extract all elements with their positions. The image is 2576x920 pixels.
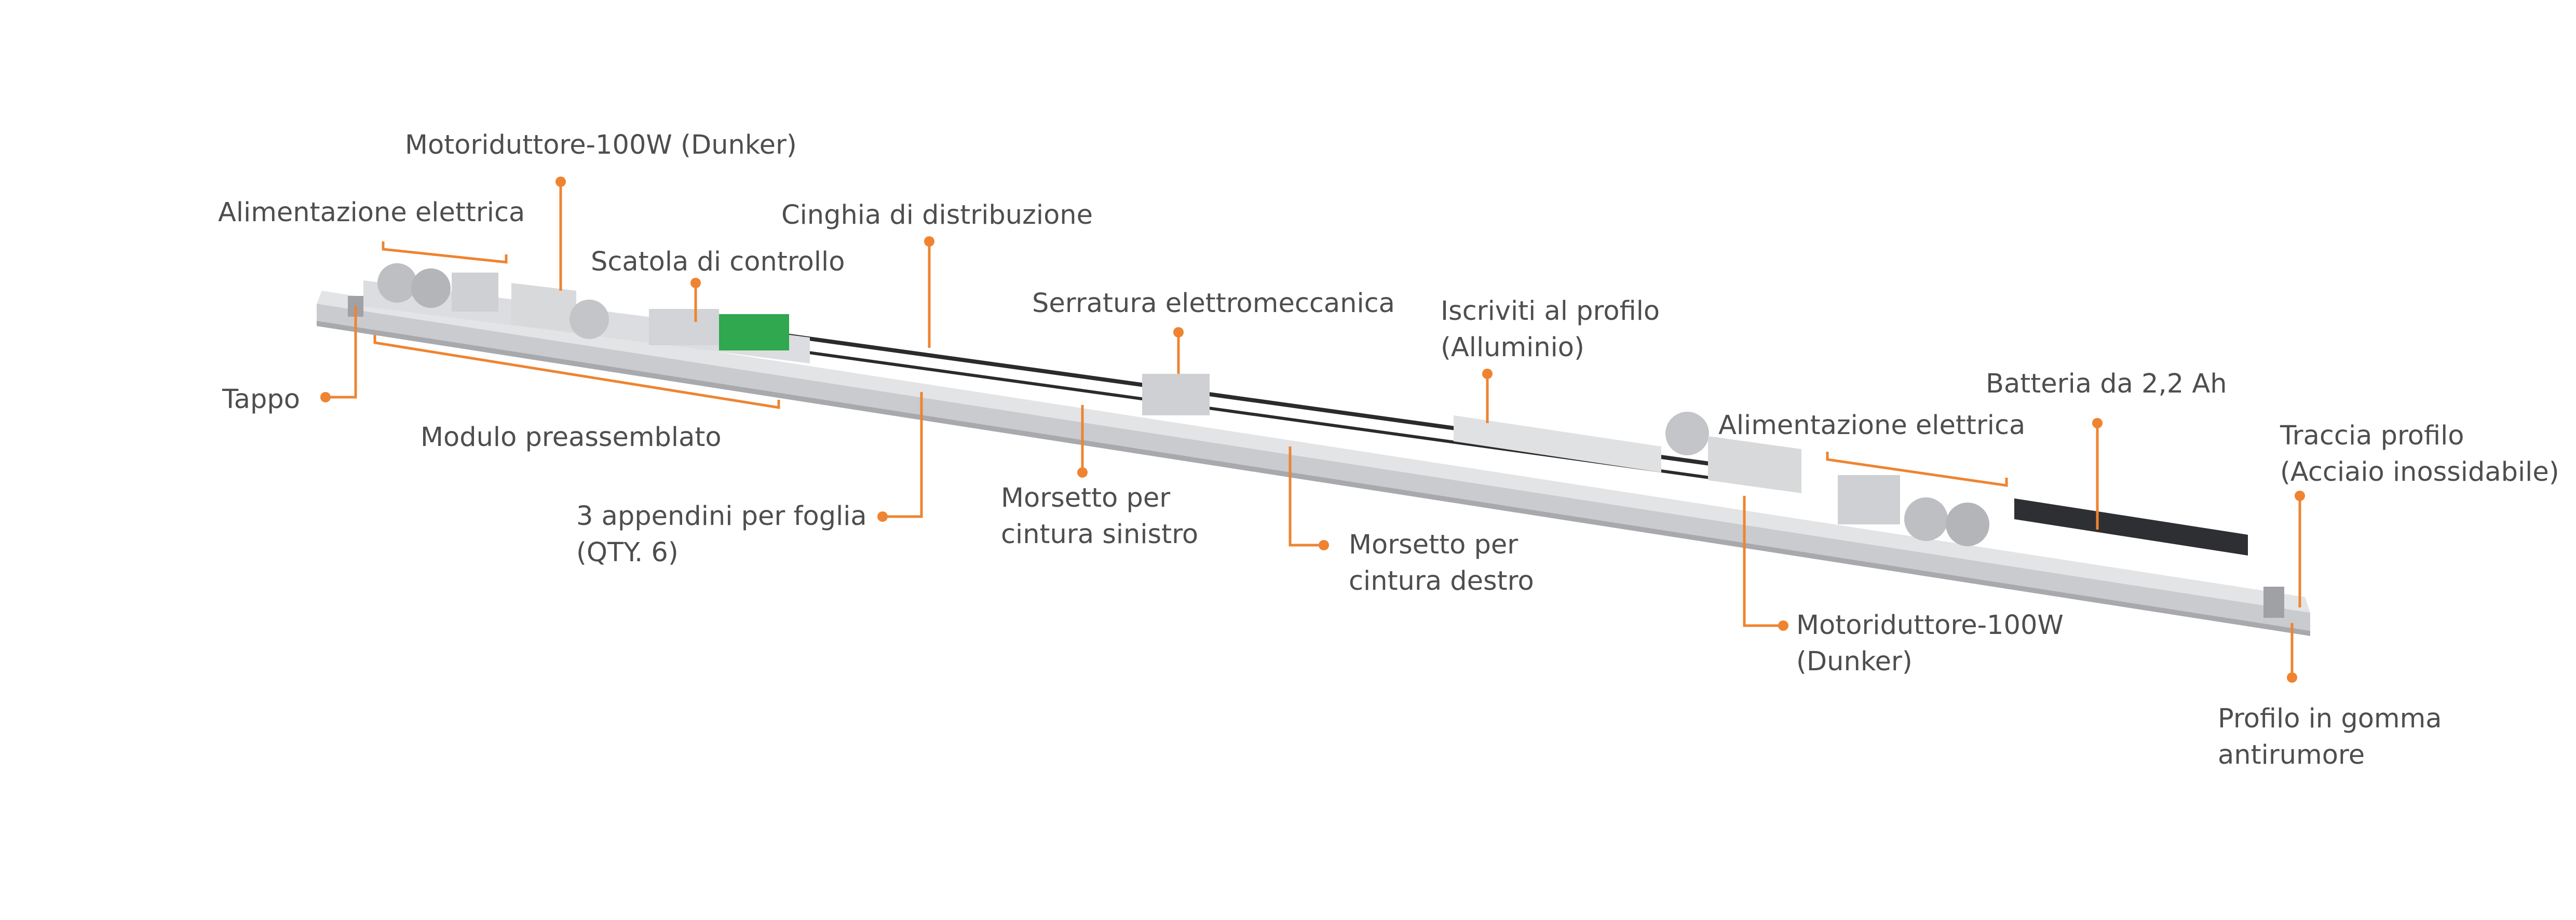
label-profile-line2: (Alluminio): [1441, 332, 1584, 363]
control-box-frame: [649, 309, 719, 345]
dot-motor-left: [555, 177, 566, 187]
profile-bottom-edge: [317, 321, 2310, 636]
callouts: [326, 182, 2301, 678]
label-motor-right-line2: (Dunker): [1796, 646, 1913, 677]
callout-line-cap: [326, 306, 357, 399]
power-supply-left-roller-1: [377, 263, 417, 303]
battery-pack: [2014, 498, 2248, 556]
label-hangers-line2: (QTY. 6): [576, 537, 679, 568]
label-clamp-left: Morsetto per cintura sinistro: [1001, 480, 1468, 553]
label-rubber-line1: Profilo in gomma: [2218, 703, 2442, 734]
label-power-left: Alimentazione elettrica: [218, 197, 525, 228]
profile-top-face: [317, 291, 2310, 613]
dot-track: [2295, 491, 2305, 501]
motor-left-body: [511, 283, 576, 332]
label-hangers-line1: 3 appendini per foglia: [576, 501, 867, 532]
label-track-line1: Traccia profilo: [2280, 421, 2464, 451]
timing-belt-return: [779, 347, 1713, 480]
label-clamp-right-line1: Morsetto per: [1349, 530, 1519, 560]
callout-bracket-power-right: [1826, 452, 2008, 487]
label-lock: Serratura elettromeccanica: [1032, 288, 1395, 319]
callout-line-motor-right: [1743, 496, 1783, 627]
dot-belt: [924, 236, 934, 247]
label-motor-right: Motoriduttore-100W (Dunker): [1796, 607, 2263, 680]
dot-control-box: [690, 278, 701, 288]
callout-line-clamp-right: [1289, 447, 1324, 547]
power-supply-left-roller-2: [411, 268, 451, 308]
label-motor-right-line1: Motoriduttore-100W: [1796, 610, 2064, 641]
label-power-right: Alimentazione elettrica: [1718, 410, 2026, 441]
label-clamp-left-line1: Morsetto per: [1001, 483, 1171, 513]
dot-battery: [2092, 418, 2103, 428]
label-track: Traccia profilo (Acciaio inossidabile): [2280, 418, 2571, 491]
control-box-pcb: [719, 314, 789, 350]
dot-profile: [1482, 369, 1493, 379]
label-belt: Cinghia di distribuzione: [781, 200, 1093, 231]
dot-motor-right: [1778, 620, 1788, 631]
callout-line-hangers: [883, 392, 923, 518]
callout-bracket-premodule: [373, 335, 780, 409]
dot-rubber: [2287, 672, 2297, 683]
label-battery: Batteria da 2,2 Ah: [1986, 369, 2227, 399]
dot-clamp-right: [1319, 540, 1329, 550]
dot-clamp-left: [1077, 467, 1088, 478]
power-supply-right-roller-1: [1904, 497, 1948, 541]
label-clamp-right: Morsetto per cintura destro: [1349, 527, 1816, 600]
callout-dots: [320, 177, 2305, 683]
label-clamp-left-line2: cintura sinistro: [1001, 519, 1199, 550]
lock-housing: [1142, 374, 1210, 415]
end-cap-right: [2263, 587, 2284, 618]
profile-cover: [1454, 415, 1661, 472]
label-rubber-line2: antirumore: [2218, 740, 2365, 770]
label-track-line2: (Acciaio inossidabile): [2280, 457, 2559, 488]
label-premodule: Modulo preassemblato: [421, 422, 722, 453]
callout-bracket-power-left: [382, 241, 508, 264]
motor-right-body: [1708, 436, 1801, 493]
label-rubber: Profilo in gomma antirumore: [2218, 701, 2576, 774]
power-supply-left-box: [452, 273, 498, 312]
label-motor-left: Motoriduttore-100W (Dunker): [405, 130, 797, 160]
aluminium-profile: [317, 304, 2310, 631]
dot-lock: [1173, 327, 1184, 337]
power-supply-right-box: [1838, 475, 1900, 524]
dot-hangers: [877, 511, 888, 522]
motor-left-flywheel: [570, 300, 609, 339]
label-control-box: Scatola di controllo: [591, 247, 845, 277]
label-cap: Tappo: [222, 384, 300, 415]
dot-cap: [320, 392, 331, 402]
label-hangers: 3 appendini per foglia (QTY. 6): [576, 498, 1043, 571]
label-profile: Iscriviti al profilo (Alluminio): [1441, 293, 1908, 366]
motor-right-flywheel: [1665, 412, 1709, 455]
label-clamp-right-line2: cintura destro: [1349, 566, 1534, 597]
power-supply-right-roller-2: [1946, 503, 1989, 546]
label-profile-line1: Iscriviti al profilo: [1441, 296, 1660, 327]
